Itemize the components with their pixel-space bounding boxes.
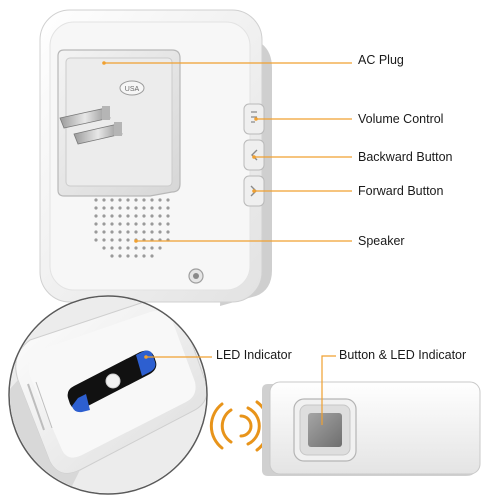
doorbell-button-transmitter xyxy=(262,381,481,476)
callout-lines xyxy=(104,62,352,425)
transmitter-closeup xyxy=(8,295,208,495)
plug-badge: USA xyxy=(125,86,140,93)
wireless-signal-icon xyxy=(209,400,271,452)
label-backward-button: Backward Button xyxy=(358,150,453,164)
label-button-led-indicator: Button & LED Indicator xyxy=(339,348,467,362)
label-volume-control: Volume Control xyxy=(358,112,444,126)
label-forward-button: Forward Button xyxy=(358,184,444,198)
label-ac-plug: AC Plug xyxy=(358,53,404,67)
volume-control-button[interactable] xyxy=(243,103,265,135)
led-indicator xyxy=(67,350,157,413)
label-speaker: Speaker xyxy=(358,234,405,248)
callout-dots xyxy=(102,61,258,359)
receiver-unit: USA xyxy=(39,9,272,306)
backward-button[interactable] xyxy=(243,139,265,171)
doorbell-push-button[interactable] xyxy=(293,398,357,462)
label-led-indicator: LED Indicator xyxy=(216,348,292,362)
ac-plug: USA xyxy=(57,49,181,197)
